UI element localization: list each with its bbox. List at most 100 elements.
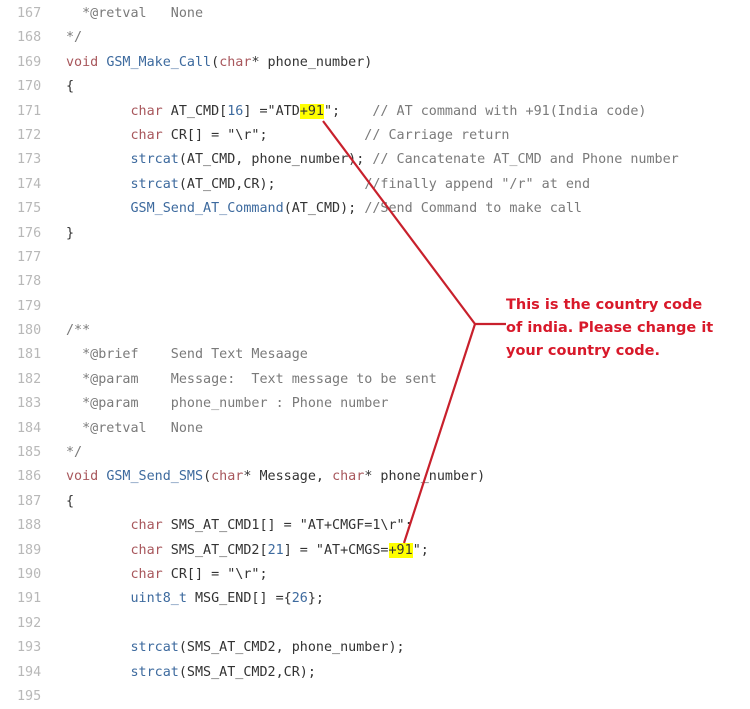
- code-token: char: [130, 103, 163, 119]
- highlighted-country-code: +91: [299, 103, 324, 119]
- code-token: {: [66, 79, 75, 95]
- line-source: /**: [66, 319, 90, 343]
- line-number: 167: [17, 6, 42, 21]
- code-token: char: [130, 518, 163, 534]
- code-token: [66, 201, 131, 216]
- line-number: 188: [17, 518, 42, 534]
- code-token: * phone_number): [251, 54, 373, 70]
- line-source: }: [66, 222, 74, 246]
- code-token: strcat: [130, 176, 179, 192]
- code-line: 171 char AT_CMD[16] ="ATD+91"; // AT com…: [0, 100, 750, 124]
- line-source: strcat(AT_CMD, phone_number); // Cancate…: [66, 148, 679, 172]
- annotation-line-3: your country code.: [506, 343, 660, 359]
- line-source: char SMS_AT_CMD2[21] = "AT+CMGS=+91";: [66, 539, 429, 563]
- code-line: 177: [0, 246, 750, 270]
- code-line: 184 *@retval None: [0, 417, 750, 441]
- code-token: *@retval None: [66, 420, 204, 436]
- code-line: 195: [0, 685, 750, 709]
- code-token: /**: [66, 323, 91, 339]
- line-number: 183: [17, 396, 42, 412]
- line-source: char AT_CMD[16] ="ATD+91"; // AT command…: [66, 100, 646, 124]
- line-number: 182: [17, 371, 42, 387]
- code-line: 167 *@retval None: [0, 2, 750, 26]
- line-source: void GSM_Make_Call(char* phone_number): [66, 51, 372, 75]
- code-token: MSG_END[] ={: [186, 591, 292, 607]
- code-token: ";: [412, 542, 429, 558]
- code-line: 178: [0, 270, 750, 294]
- line-source: *@param Message: Text message to be sent: [66, 368, 437, 392]
- code-token: strcat: [130, 664, 179, 680]
- code-token: GSM_Send_AT_Command: [130, 201, 284, 217]
- code-token: // Carriage return: [364, 127, 510, 143]
- line-source: *@retval None: [66, 2, 203, 26]
- line-number: 177: [17, 249, 42, 265]
- code-token: strcat: [130, 640, 179, 656]
- code-token: char: [332, 469, 365, 485]
- code-line: 187{: [0, 490, 750, 514]
- line-number: 175: [17, 201, 42, 217]
- code-line: 189 char SMS_AT_CMD2[21] = "AT+CMGS=+91"…: [0, 539, 750, 563]
- code-token: char: [130, 566, 163, 582]
- code-token: }: [66, 225, 75, 241]
- code-token: (SMS_AT_CMD2, phone_number);: [178, 640, 405, 656]
- line-source: char SMS_AT_CMD1[] = "AT+CMGF=1\r";: [66, 514, 413, 538]
- code-token: char: [219, 54, 252, 70]
- code-token: GSM_Make_Call: [106, 54, 212, 70]
- line-number: 172: [17, 127, 42, 143]
- code-line: 172 char CR[] = "\r"; // Carriage return: [0, 124, 750, 148]
- code-token: [66, 152, 131, 167]
- line-source: {: [66, 490, 74, 514]
- code-token: [66, 591, 131, 606]
- line-source: */: [66, 26, 82, 50]
- line-number: 171: [17, 103, 42, 119]
- line-number: 169: [17, 54, 42, 70]
- code-token: AT_CMD[: [162, 103, 228, 119]
- line-number: 170: [17, 79, 42, 95]
- line-number: 174: [17, 176, 42, 192]
- highlighted-country-code: +91: [388, 542, 413, 558]
- line-number: 194: [17, 664, 42, 680]
- line-source: {: [66, 75, 74, 99]
- code-token: ] ="ATD: [243, 103, 300, 119]
- code-token: (: [203, 469, 212, 485]
- code-token: [66, 128, 131, 143]
- code-token: //Send Command to make call: [364, 201, 582, 217]
- line-number: 185: [17, 445, 42, 461]
- line-source: uint8_t MSG_END[] ={26};: [66, 587, 325, 611]
- code-token: * phone_number): [364, 469, 486, 485]
- line-number: 168: [17, 30, 42, 46]
- code-token: 16: [227, 103, 244, 119]
- line-source: GSM_Send_AT_Command(AT_CMD); //Send Comm…: [66, 197, 582, 221]
- code-token: {: [66, 493, 75, 509]
- code-token: CR[] = "\r";: [162, 566, 268, 582]
- code-token: 21: [267, 542, 284, 558]
- annotation-note: This is the country code of india. Pleas…: [506, 294, 746, 363]
- line-source: strcat(AT_CMD,CR); //finally append "/r"…: [66, 173, 591, 197]
- code-token: *@brief Send Text Mesaage: [66, 347, 308, 363]
- line-number: 178: [17, 274, 42, 290]
- line-number: 193: [17, 640, 42, 656]
- code-line: 191 uint8_t MSG_END[] ={26};: [0, 587, 750, 611]
- code-line: 176}: [0, 222, 750, 246]
- code-token: //finally append "/r" at end: [364, 176, 591, 192]
- code-token: *@param phone_number : Phone number: [66, 396, 389, 412]
- code-line: 194 strcat(SMS_AT_CMD2,CR);: [0, 661, 750, 685]
- code-token: [66, 104, 131, 119]
- code-token: (: [211, 54, 220, 70]
- code-token: [66, 665, 131, 680]
- annotation-line-2: of india. Please change it: [506, 320, 714, 336]
- line-number: 186: [17, 469, 42, 485]
- line-source: strcat(SMS_AT_CMD2,CR);: [66, 661, 316, 685]
- line-source: strcat(SMS_AT_CMD2, phone_number);: [66, 636, 405, 660]
- code-line: 174 strcat(AT_CMD,CR); //finally append …: [0, 173, 750, 197]
- line-number: 180: [17, 323, 42, 339]
- code-token: [66, 567, 131, 582]
- code-token: strcat: [130, 152, 179, 168]
- code-token: */: [66, 30, 83, 46]
- code-token: char: [130, 542, 163, 558]
- code-token: (SMS_AT_CMD2,CR);: [178, 664, 316, 680]
- code-token: (AT_CMD, phone_number);: [178, 152, 373, 168]
- line-source: char CR[] = "\r"; // Carriage return: [66, 124, 510, 148]
- code-token: *@retval None: [66, 6, 204, 21]
